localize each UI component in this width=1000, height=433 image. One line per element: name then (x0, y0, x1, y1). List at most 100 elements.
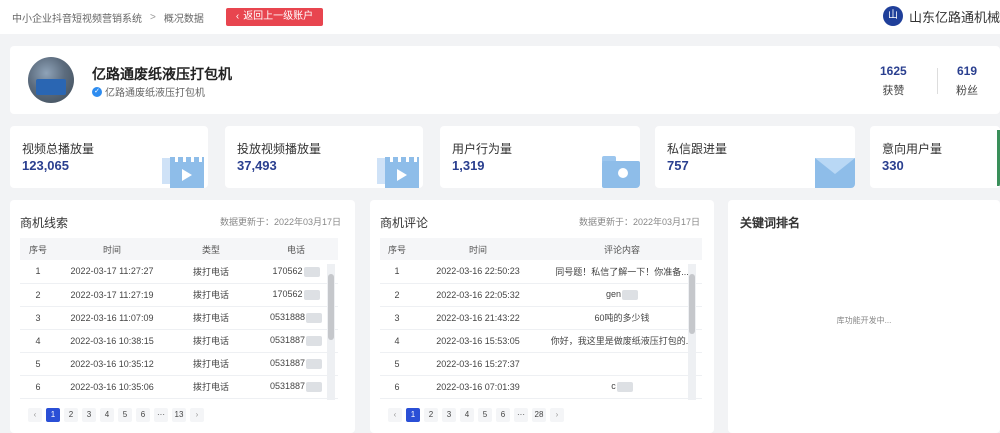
page-button[interactable]: 5 (478, 408, 492, 422)
cell-index: 6 (20, 375, 56, 399)
page-ellipsis[interactable]: ··· (154, 408, 168, 422)
column-header: 评论内容 (542, 238, 702, 260)
cell-time: 2022-03-16 15:27:37 (414, 352, 542, 376)
cell-phone: 170562 (254, 283, 338, 307)
masked-value (303, 266, 320, 277)
page-ellipsis[interactable]: ··· (514, 408, 528, 422)
prev-page-button[interactable]: ‹ (28, 408, 42, 422)
divider (937, 68, 938, 94)
page-button[interactable]: 28 (532, 408, 546, 422)
masked-value (306, 381, 323, 392)
profile-handle-text: 亿路通废纸液压打包机 (105, 88, 205, 99)
page-button[interactable]: 4 (100, 408, 114, 422)
cell-comment: 同号题！私信了解一下！你准备... (542, 260, 702, 284)
fans-label: 粉丝 (956, 85, 978, 97)
cell-phone: 0531888 (254, 306, 338, 330)
page-button[interactable]: 5 (118, 408, 132, 422)
keywords-panel: 关键词排名 库功能开发中... (728, 200, 1000, 433)
masked-value (306, 335, 323, 346)
breadcrumb-separator: > (150, 11, 156, 23)
comments-scrollbar[interactable] (688, 264, 696, 400)
phone-text: 0531887 (269, 335, 306, 346)
comment-text: gen (605, 289, 622, 300)
page-button[interactable]: 3 (442, 408, 456, 422)
table-header: 序号 时间 类型 电话 (20, 238, 338, 260)
cell-type: 拨打电话 (168, 375, 254, 399)
table-header: 序号 时间 评论内容 (380, 238, 702, 260)
cell-type: 拨打电话 (168, 306, 254, 330)
next-page-button[interactable]: › (190, 408, 204, 422)
cell-time: 2022-03-16 21:43:22 (414, 306, 542, 330)
fans-count: 619 (956, 64, 978, 78)
cell-time: 2022-03-16 22:50:23 (414, 260, 542, 284)
back-to-parent-account-button[interactable]: ‹返回上一级账户 (225, 8, 324, 26)
cell-comment (542, 352, 702, 376)
likes-stat: 1625 获赞 (880, 64, 907, 98)
page-button[interactable]: 13 (172, 408, 186, 422)
metric-label: 投放视频播放量 (237, 142, 322, 156)
profile-name: 亿路通废纸液压打包机 (92, 66, 232, 82)
likes-count: 1625 (880, 64, 907, 78)
masked-value (616, 381, 633, 392)
leads-scrollbar[interactable] (327, 264, 335, 400)
column-header: 时间 (56, 238, 168, 260)
masked-value (306, 358, 323, 369)
metric-value: 757 (667, 158, 689, 173)
column-header: 时间 (414, 238, 542, 260)
masked-value (306, 312, 323, 323)
cell-index: 1 (380, 260, 414, 284)
company-logo: 山 (882, 6, 903, 26)
cell-time: 2022-03-16 10:35:06 (56, 375, 168, 399)
profile-handle: ✓ 亿路通废纸液压打包机 (92, 84, 205, 99)
comment-text: c (611, 381, 616, 392)
verified-icon: ✓ (92, 86, 102, 97)
page-button[interactable]: 2 (64, 408, 78, 422)
cell-type: 拨打电话 (168, 260, 254, 284)
account-menu[interactable]: 山 山东亿路通机械 (882, 6, 1000, 26)
profile-card: 亿路通废纸液压打包机 ✓ 亿路通废纸液压打包机 1625 获赞 619 粉丝 (10, 46, 1000, 114)
cell-time: 2022-03-17 11:27:19 (56, 283, 168, 307)
page-button[interactable]: 6 (496, 408, 510, 422)
metric-label: 视频总播放量 (22, 142, 95, 156)
metric-value: 37,493 (237, 158, 277, 173)
loading-text: 库功能开发中... (836, 316, 892, 325)
next-page-button[interactable]: › (550, 408, 564, 422)
account-name: 山东亿路通机械 (908, 9, 1000, 25)
cell-type: 拨打电话 (168, 329, 254, 353)
page-button[interactable]: 1 (406, 408, 420, 422)
metric-label: 私信跟进量 (667, 142, 728, 156)
page-button[interactable]: 3 (82, 408, 96, 422)
cell-comment: gen (542, 283, 702, 307)
page-button[interactable]: 4 (460, 408, 474, 422)
page-button[interactable]: 2 (424, 408, 438, 422)
prev-page-button[interactable]: ‹ (388, 408, 402, 422)
cell-phone: 0531887 (254, 375, 338, 399)
likes-label: 获赞 (882, 85, 905, 97)
column-header: 序号 (20, 238, 56, 260)
cell-index: 6 (380, 375, 414, 399)
panel-updated: 数据更新于：2022年03月17日 (219, 217, 341, 227)
cell-phone: 0531887 (254, 352, 338, 376)
cell-time: 2022-03-16 15:53:05 (414, 329, 542, 353)
page-button[interactable]: 6 (136, 408, 150, 422)
cell-index: 4 (20, 329, 56, 353)
page-button[interactable]: 1 (46, 408, 60, 422)
breadcrumb-root[interactable]: 中小企业抖音短视频营销系统 (12, 13, 142, 25)
cell-time: 2022-03-16 10:35:12 (56, 352, 168, 376)
mail-icon (815, 158, 855, 188)
cell-index: 5 (380, 352, 414, 376)
panel-title: 商机评论 (380, 216, 429, 230)
